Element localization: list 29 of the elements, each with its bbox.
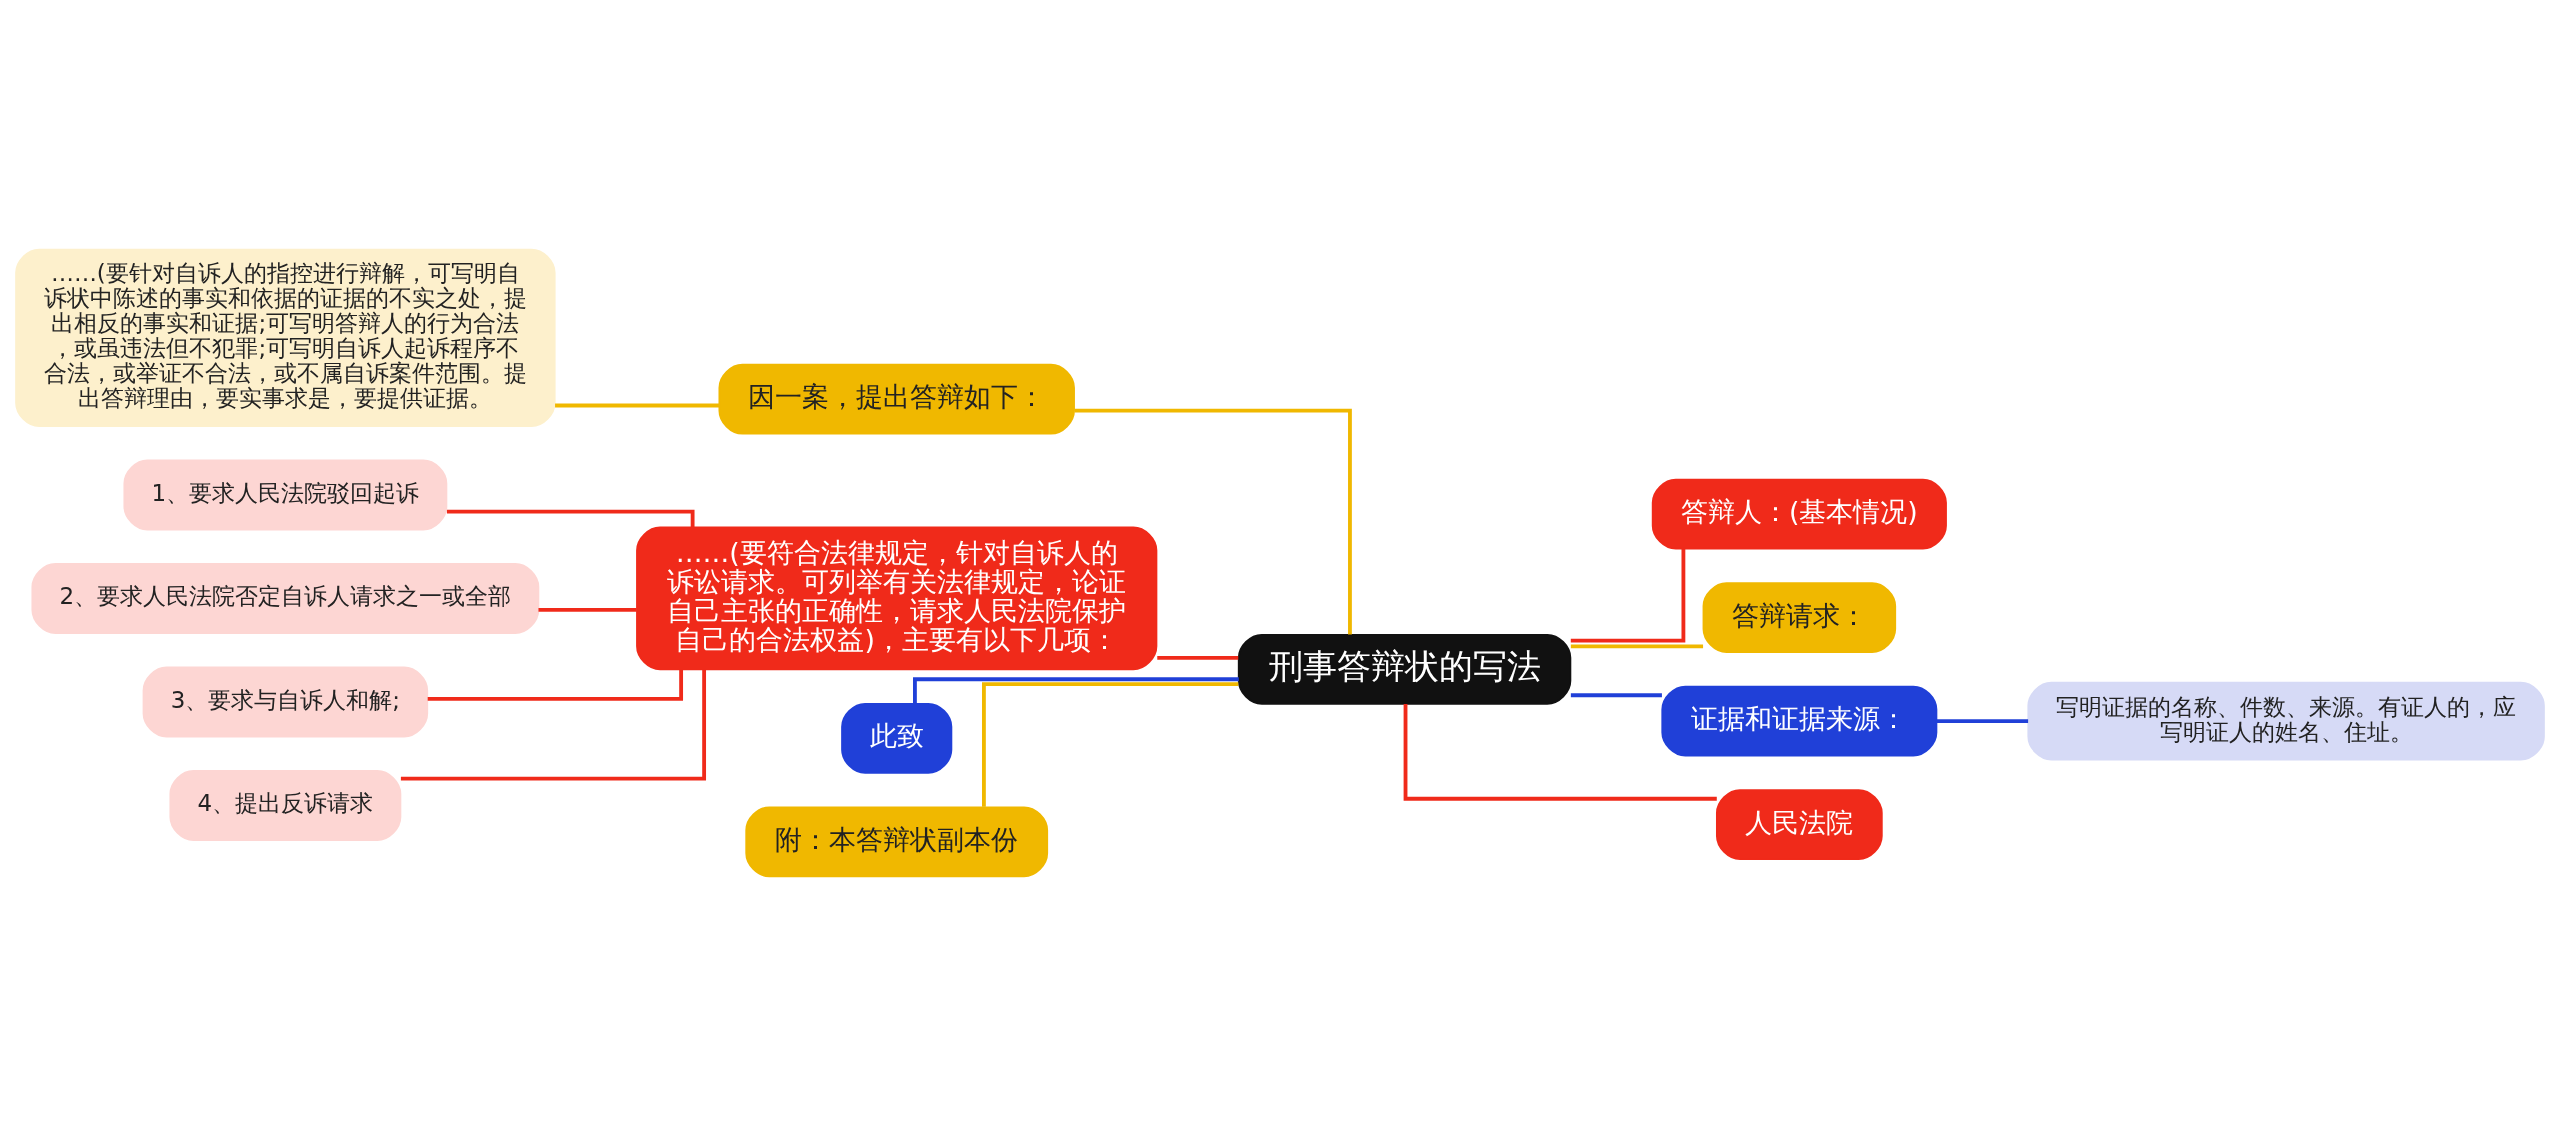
- node-box: 刑事答辩状的写法: [1237, 633, 1572, 705]
- connector: [1403, 704, 1717, 801]
- connector: [446, 509, 695, 528]
- connector: [1936, 719, 2029, 723]
- connector: [538, 608, 637, 612]
- node-box: 1、要求人民法院驳回起诉: [123, 459, 448, 531]
- connector: [982, 682, 1239, 807]
- node-box: 人民法院: [1716, 789, 1883, 861]
- node-box: 因一案，提出答辩如下：: [718, 363, 1075, 435]
- connector: [555, 403, 720, 408]
- connector: [1074, 408, 1352, 635]
- connector: [1570, 548, 1686, 643]
- node-box: 答辩人：(基本情况): [1651, 478, 1947, 550]
- connector: [1570, 693, 1662, 698]
- node-box: ……(要针对自诉人的指控进行辩解，可写明自诉状中陈述的事实和依据的证据的不实之处，提出相反的事实和证据;可写明答辩人的行为合法，或虽违法但不犯罪;可写明自诉人起诉程序不合法，或举证不合法，或不属自诉案件范围。提出答辩理由，要实事求是，要提供证据。: [15, 248, 556, 427]
- connector: [1570, 644, 1704, 649]
- node-box: 写明证据的名称、件数、来源。有证人的，应写明证人的姓名、住址。: [2027, 681, 2545, 761]
- connector: [400, 669, 707, 781]
- node-box: 4、提出反诉请求: [169, 769, 402, 841]
- connector: [1157, 655, 1239, 660]
- connector: [427, 669, 684, 701]
- node-box: ……(要符合法律规定，针对自诉人的诉讼请求。可列举有关法律规定，论证自己主张的正确性，请求人民法院保护自己的合法权益)，主要有以下几项：: [636, 526, 1158, 671]
- node-box: 附：本答辩状副本份: [745, 806, 1049, 878]
- node-box: 3、要求与自诉人和解;: [142, 666, 429, 738]
- node-box: 答辩请求：: [1702, 582, 1897, 654]
- connector: [913, 677, 1239, 704]
- node-box: 此致: [841, 702, 953, 774]
- node-box: 2、要求人民法院否定自诉人请求之一或全部: [31, 563, 540, 634]
- node-box: 证据和证据来源：: [1661, 685, 1938, 757]
